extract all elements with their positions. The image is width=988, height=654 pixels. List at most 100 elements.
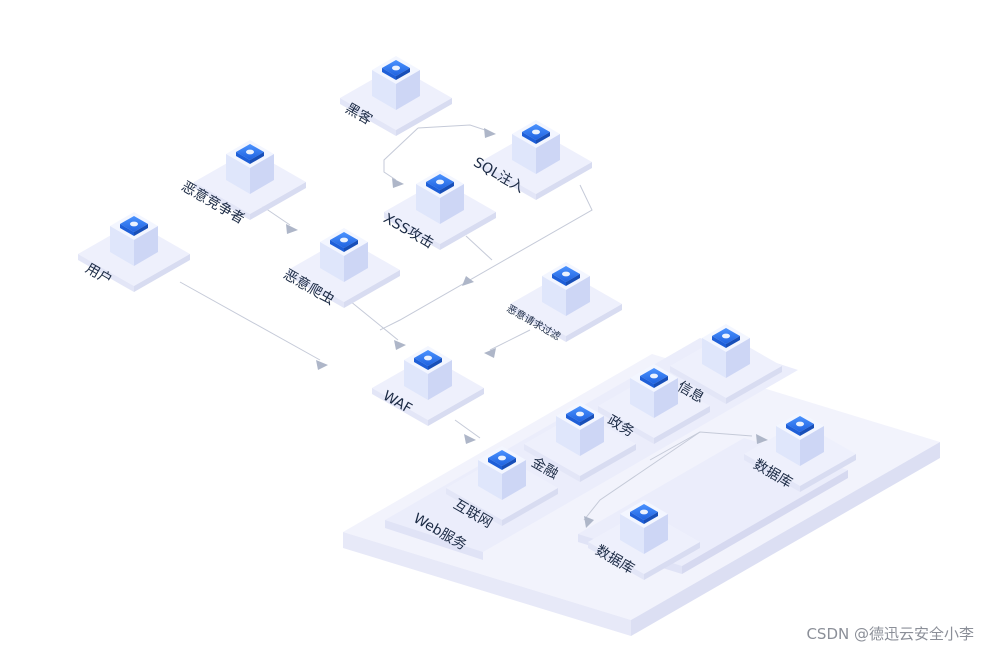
- node-cube-right: [580, 416, 604, 456]
- node-sql-injection: [480, 120, 592, 200]
- node-cube-right: [566, 276, 590, 316]
- icon-tile-side: [250, 152, 264, 164]
- node-cube-right: [536, 134, 560, 174]
- arrow-crawler: [286, 224, 298, 234]
- node-cube-right: [654, 378, 678, 418]
- line-sql-waf: [379, 184, 593, 331]
- line-waf-web: [454, 419, 481, 439]
- icon-glyph: [436, 179, 444, 185]
- icon-tile-side: [522, 132, 536, 144]
- node-cube-left: [320, 242, 344, 282]
- node-plate-side: [440, 212, 496, 250]
- node-plate-side: [340, 98, 396, 136]
- arrow-waf-from-filter: [484, 348, 496, 358]
- node-plate-side: [396, 98, 452, 136]
- node-cube-left: [702, 338, 726, 378]
- node-plate-side: [250, 182, 306, 220]
- icon-tile-side: [640, 376, 654, 388]
- icon-glyph: [640, 509, 648, 515]
- icon-glyph: [796, 421, 804, 427]
- icon-tile-side: [552, 274, 566, 286]
- node-plate-side: [288, 270, 344, 308]
- icon-tile-side: [120, 224, 134, 236]
- node-malicious-crawler: [288, 228, 400, 308]
- icon-tile-side: [654, 376, 668, 388]
- node-plate-side: [194, 182, 250, 220]
- node-plate-side: [502, 488, 558, 526]
- node-cube-right: [396, 70, 420, 110]
- icon-tile-side: [786, 424, 800, 436]
- icon-tile-side: [344, 240, 358, 252]
- node-government: [598, 364, 710, 444]
- icon-tile-side: [580, 414, 594, 426]
- node-malicious-competitor: [194, 140, 306, 220]
- node-finance: [524, 402, 636, 482]
- watermark: CSDN @德迅云安全小李: [806, 625, 974, 643]
- icon-tile-side: [236, 152, 250, 164]
- icon-tile-side: [330, 240, 344, 252]
- node-cube-left: [630, 378, 654, 418]
- line-hacker-xss: [383, 127, 419, 181]
- icon-tile-side: [644, 512, 658, 524]
- icon-tile-side: [726, 336, 740, 348]
- node-plate-side: [510, 304, 566, 342]
- node-plate-side: [344, 270, 400, 308]
- node-cube-right: [800, 426, 824, 466]
- icon-tile-side: [382, 68, 396, 80]
- node-cube-left: [478, 460, 502, 500]
- line-xss-junction: [465, 235, 493, 261]
- node-plate-side: [580, 444, 636, 482]
- node-plate-side: [588, 542, 644, 580]
- icon-glyph: [650, 373, 658, 379]
- node-plate-side: [384, 212, 440, 250]
- node-xss-attack: [384, 170, 496, 250]
- node-plate-side: [744, 454, 800, 492]
- node-plate-side: [372, 388, 428, 426]
- icon-glyph: [130, 221, 138, 227]
- icon-glyph: [424, 355, 432, 361]
- node-plate-side: [654, 406, 710, 444]
- node-plate-side: [598, 406, 654, 444]
- node-cube-left: [372, 70, 396, 110]
- node-cube-right: [440, 184, 464, 224]
- icon-tile-side: [630, 512, 644, 524]
- icon-glyph: [498, 455, 506, 461]
- node-database-top: [744, 412, 856, 492]
- node-cube-right: [644, 514, 668, 554]
- node-cube-left: [556, 416, 580, 456]
- node-plate-side: [134, 254, 190, 292]
- icon-glyph: [532, 129, 540, 135]
- node-plate-side: [566, 304, 622, 342]
- icon-tile-side: [134, 224, 148, 236]
- arrow-xss: [392, 178, 404, 188]
- node-cube-right: [344, 242, 368, 282]
- icon-tile-side: [566, 274, 580, 286]
- node-plate-side: [480, 162, 536, 200]
- node-plate-side: [446, 488, 502, 526]
- line-hacker-sql: [417, 124, 489, 132]
- node-plate-side: [644, 542, 700, 580]
- node-plate-side: [428, 388, 484, 426]
- node-cube-left: [110, 226, 134, 266]
- icon-tile-side: [566, 414, 580, 426]
- icon-tile-side: [502, 458, 516, 470]
- node-cube-left: [542, 276, 566, 316]
- icon-tile-side: [414, 358, 428, 370]
- icon-tile-side: [488, 458, 502, 470]
- icon-tile-side: [428, 358, 442, 370]
- icon-glyph: [392, 65, 400, 71]
- node-cube-left: [404, 360, 428, 400]
- node-cube-right: [502, 460, 526, 500]
- node-internet: [446, 446, 558, 526]
- icon-glyph: [562, 271, 570, 277]
- node-hacker: [340, 56, 452, 136]
- line-user-waf: [179, 281, 321, 361]
- arrow-sql: [484, 128, 496, 138]
- node-plate-side: [800, 454, 856, 492]
- arrow-waf-from-crawler: [394, 340, 406, 350]
- node-cube-right: [250, 154, 274, 194]
- node-cube-left: [620, 514, 644, 554]
- icon-glyph: [722, 333, 730, 339]
- node-plate-side: [726, 366, 782, 404]
